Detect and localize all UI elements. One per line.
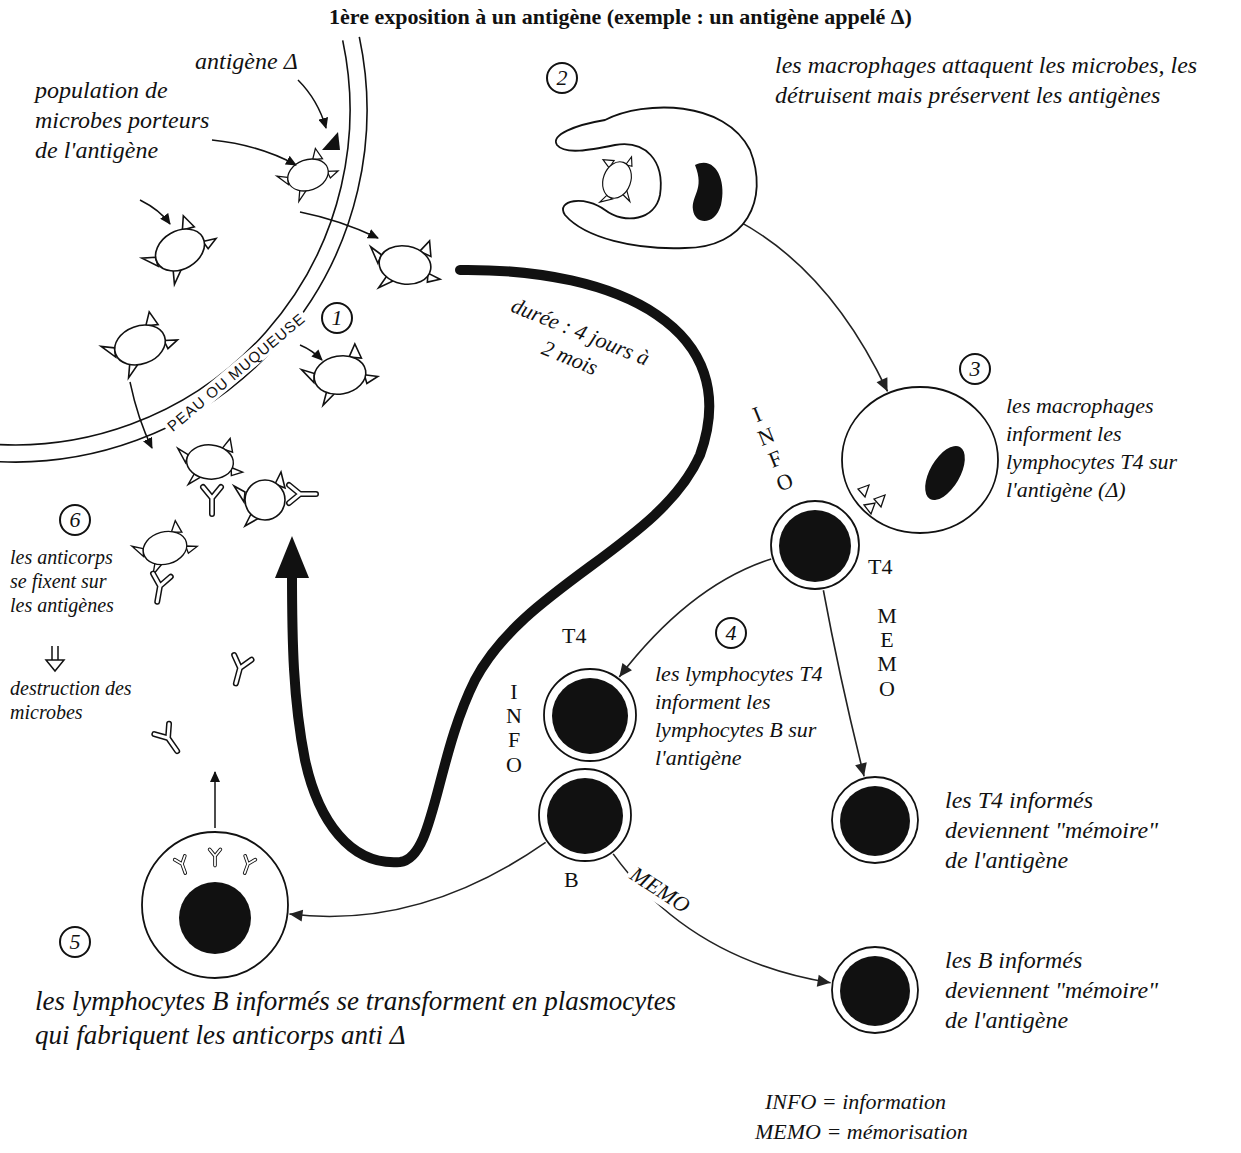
microbes xyxy=(96,132,447,578)
skin-label: PEAU OU MUQUEUSE xyxy=(161,308,310,437)
t4-lymphocyte: T4les lymphocytes T4 informent les lymph… xyxy=(542,667,638,763)
callout-number: 5 xyxy=(59,926,91,958)
callout-number: 6 xyxy=(59,504,91,536)
connector-line xyxy=(619,559,771,677)
destruction-note: destruction des microbes xyxy=(10,676,132,724)
arrow-head xyxy=(289,910,303,922)
cell-description: les lymphocytes B informés se transforme… xyxy=(35,984,715,1052)
connector-line xyxy=(289,842,545,916)
cell-description: les T4 informés deviennent "mémoire" de … xyxy=(945,785,1170,875)
connector-line xyxy=(738,221,888,392)
info-mark: INFO xyxy=(503,680,525,777)
down-arrow xyxy=(46,646,64,671)
arrow-head xyxy=(817,975,831,987)
callout-number: 1 xyxy=(321,302,353,334)
cell-description: les macrophages attaquent les microbes, … xyxy=(775,50,1215,110)
antigen-label: antigène Δ xyxy=(195,46,335,76)
memory-b-cell: les B informés deviennent "mémoire" de l… xyxy=(830,945,920,1035)
skin-band xyxy=(0,37,367,462)
antibody-note: les anticorps se fixent sur les antigène… xyxy=(10,545,130,617)
connector-line xyxy=(613,854,830,983)
arrow-head xyxy=(877,377,888,391)
duration-label: durée : 4 jours à 2 mois xyxy=(495,291,655,399)
cell-description: les B informés deviennent "mémoire" de l… xyxy=(945,945,1170,1035)
connector xyxy=(613,854,830,987)
t4-lymphocyte: T4 xyxy=(769,499,861,591)
callout-number: 3 xyxy=(959,353,991,385)
connector-line xyxy=(823,590,864,776)
macrophage-cell: les macrophages informent les lymphocyte… xyxy=(840,385,1000,535)
connector xyxy=(289,842,545,921)
population-label: population de microbes porteurs de l'ant… xyxy=(35,75,210,165)
cell-outline xyxy=(542,667,638,763)
cell-name: T4 xyxy=(868,553,908,581)
title: 1ère exposition à un antigène (exemple :… xyxy=(0,4,1241,30)
cell-outline xyxy=(830,945,920,1035)
plasmocyte-cell: les lymphocytes B informés se transforme… xyxy=(140,830,290,980)
arrow-head xyxy=(619,663,632,677)
cell-description: les macrophages informent les lymphocyte… xyxy=(1006,392,1234,504)
cell-description: les lymphocytes T4 informent les lymphoc… xyxy=(655,660,825,772)
leader-arrows xyxy=(130,80,378,828)
cell-outline xyxy=(140,830,290,980)
cell-name: B xyxy=(564,866,594,894)
thick-loop-arrow xyxy=(275,270,709,862)
connector xyxy=(619,559,771,677)
cell-outline xyxy=(537,767,633,863)
memo-mark: MEMO xyxy=(876,604,898,701)
cell-name: T4 xyxy=(562,622,602,650)
connector xyxy=(823,590,866,776)
callout-number: 2 xyxy=(546,62,578,94)
macrophage-cell: les macrophages attaquent les microbes, … xyxy=(545,100,760,250)
abbreviation-note: MEMO = mémorisation xyxy=(755,1118,1095,1146)
cell-outline xyxy=(545,100,760,250)
b-lymphocyte: B xyxy=(537,767,633,863)
connector xyxy=(738,221,888,392)
memory-t4-cell: les T4 informés deviennent "mémoire" de … xyxy=(830,775,920,865)
cell-outline xyxy=(769,499,861,591)
callout-number: 4 xyxy=(715,617,747,649)
memo-mark: MEMO xyxy=(623,859,698,920)
antigen-mark xyxy=(322,132,340,150)
info-mark: INFO xyxy=(743,399,800,497)
abbreviation-note: INFO = information xyxy=(765,1088,1085,1116)
cell-outline xyxy=(840,385,1000,535)
cell-outline xyxy=(830,775,920,865)
arrow-head xyxy=(855,762,867,776)
